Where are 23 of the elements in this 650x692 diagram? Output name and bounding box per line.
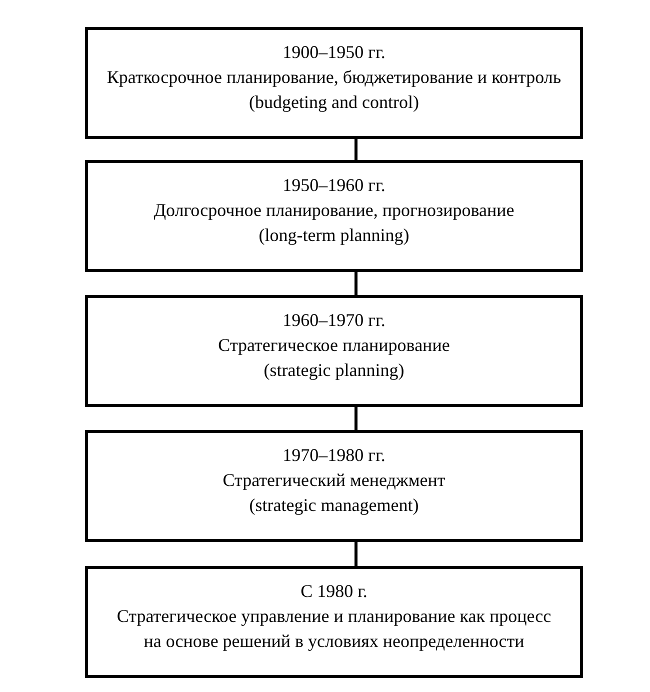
stage-description: Стратегическое управление и планирование как процесс на основе решений в условиях неопределенности xyxy=(116,605,552,653)
period-label: 1960–1970 гг. xyxy=(282,309,386,332)
stage-description: Стратегический менеджмент xyxy=(222,469,446,492)
stage-box xyxy=(85,160,583,272)
stage-description: (budgeting and control) xyxy=(249,91,419,114)
stage-description: (strategic planning) xyxy=(264,359,404,382)
stage-box xyxy=(85,27,583,139)
period-label: 1900–1950 гг. xyxy=(282,41,386,64)
period-label: 1970–1980 гг. xyxy=(282,444,386,467)
stage-description: Долгосрочное планирование, прогнозирование xyxy=(154,199,514,222)
stage-description: Стратегическое планирование xyxy=(218,334,450,357)
stage-description: (strategic management) xyxy=(249,494,419,517)
stage-box xyxy=(85,566,583,678)
connector-line xyxy=(354,139,358,160)
connector-line xyxy=(354,542,358,566)
stage-description: (long-term planning) xyxy=(258,224,410,247)
connector-line xyxy=(354,407,358,430)
connector-line xyxy=(354,272,358,295)
stage-box xyxy=(85,295,583,407)
period-label: 1950–1960 гг. xyxy=(282,174,386,197)
stage-description: Краткосрочное планирование, бюджетирование и контроль xyxy=(106,66,562,89)
period-label: С 1980 г. xyxy=(300,580,368,603)
stage-box xyxy=(85,430,583,542)
